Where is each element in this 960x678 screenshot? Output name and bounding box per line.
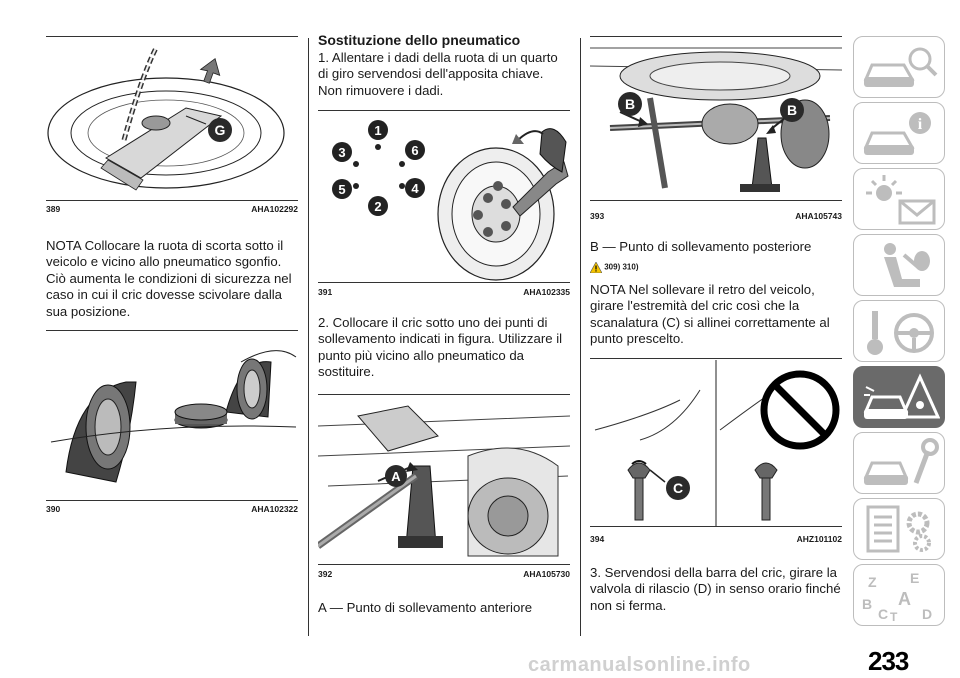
nut-label-2: 2	[374, 199, 381, 214]
figure-code: AHA102292	[251, 204, 298, 214]
tab-index[interactable]: Z E A B C T D	[853, 564, 945, 626]
column-divider	[580, 38, 581, 636]
figure-code: AHZ101102	[796, 534, 842, 544]
tab-car-info[interactable]: i	[853, 102, 945, 164]
figure-number: 392	[318, 569, 333, 579]
figure-code: AHA105730	[523, 569, 570, 579]
figure-top-rule	[318, 394, 570, 395]
tab-safety[interactable]	[853, 234, 945, 296]
figure-number: 394	[590, 534, 605, 544]
nut-label-3: 3	[338, 145, 345, 160]
note-spare-placement: NOTA Collocare la ruota di scorta sotto …	[46, 238, 292, 319]
figure-caption-392: 392 AHA105730	[318, 569, 570, 581]
tab-maintenance[interactable]	[853, 432, 945, 494]
tab-emergency[interactable]	[853, 366, 945, 428]
index-letter: B	[862, 596, 872, 612]
tab-technical-data[interactable]	[853, 498, 945, 560]
column-divider	[308, 38, 309, 636]
key-steering-icon	[867, 311, 934, 355]
callout-b-left: B	[625, 96, 635, 112]
figure-bottom-rule	[590, 200, 842, 201]
figure-394-jack-groove-alignment: C	[590, 360, 842, 526]
index-letter: A	[898, 589, 911, 609]
nut-label-6: 6	[411, 143, 418, 158]
figure-bottom-rule	[590, 526, 842, 527]
list-gear-icon	[866, 505, 931, 553]
tab-lights-messages[interactable]	[853, 168, 945, 230]
figure-caption-393: 393 AHA105743	[590, 211, 842, 223]
car-info-icon: i	[863, 112, 931, 155]
callout-g: G	[215, 122, 226, 138]
seat-airbag-icon	[884, 243, 930, 287]
figure-number: 389	[46, 204, 61, 214]
legend-b-text: B — Punto di sollevamento posteriore	[590, 239, 812, 254]
figure-caption-389: 389 AHA102292	[46, 204, 298, 216]
index-letter: T	[890, 610, 898, 623]
figure-392-front-jack-point: A	[318, 396, 570, 564]
figure-top-rule	[46, 36, 298, 37]
callout-a: A	[391, 469, 401, 484]
figure-top-rule	[318, 110, 570, 111]
figure-code: AHA102335	[523, 287, 570, 297]
figure-391-lug-nut-sequence: 1 2 3 4 5 6	[318, 112, 570, 282]
figure-390-jack-under-vehicle	[46, 332, 298, 500]
note-rear-lift: NOTA Nel sollevare il retro del veicolo,…	[590, 282, 830, 347]
car-search-icon	[863, 47, 938, 87]
tab-starting-driving[interactable]	[853, 300, 945, 362]
nut-label-4: 4	[411, 181, 419, 196]
watermark: carmanualsonline.info	[528, 654, 751, 676]
nut-label-1: 1	[374, 123, 381, 138]
nut-pattern-diagram: 1 2 3 4 5 6	[332, 120, 425, 216]
section-heading: Sostituzione dello pneumatico	[318, 32, 521, 48]
page-number: 233	[868, 646, 909, 676]
figure-bottom-rule	[318, 564, 570, 565]
callout-c: C	[673, 480, 683, 496]
figure-caption-394: 394 AHZ101102	[590, 534, 842, 546]
tab-car-search[interactable]	[853, 36, 945, 98]
legend-a-text: A — Punto di sollevamento anteriore	[318, 600, 533, 615]
step-2-text: 2. Collocare il cric sotto uno dei punti…	[318, 315, 563, 380]
car-wrench-icon	[863, 438, 939, 485]
light-mail-icon	[866, 175, 936, 225]
warning-triangle-icon	[590, 262, 602, 273]
callout-b-right: B	[787, 102, 797, 118]
figure-number: 391	[318, 287, 333, 297]
figure-code: AHA102322	[251, 504, 298, 514]
figure-bottom-rule	[46, 200, 298, 201]
warning-refs-text: 309) 310)	[604, 262, 639, 272]
figure-top-rule	[590, 36, 842, 37]
car-warning-icon	[863, 373, 940, 419]
svg-text:i: i	[918, 116, 923, 133]
index-letter: C	[878, 606, 888, 622]
figure-bottom-rule	[46, 500, 298, 501]
figure-number: 393	[590, 211, 605, 221]
figure-top-rule	[590, 358, 842, 359]
figure-number: 390	[46, 504, 61, 514]
nut-label-5: 5	[338, 182, 345, 197]
index-letter: Z	[868, 574, 877, 590]
figure-caption-390: 390 AHA102322	[46, 504, 298, 516]
figure-bottom-rule	[318, 282, 570, 283]
step-3-text: 3. Servendosi della barra del cric, gira…	[590, 565, 841, 613]
alphabet-index-icon: Z E A B C T D	[862, 570, 932, 623]
warning-references: 309) 310)	[590, 262, 638, 273]
figure-389-spare-tire-chain: G	[46, 38, 298, 200]
figure-code: AHA105743	[795, 211, 842, 221]
figure-393-rear-jack-point: B B	[590, 38, 842, 200]
step-1-text: 1. Allentare i dadi della ruota di un qu…	[318, 50, 558, 98]
index-letter: D	[922, 606, 932, 622]
figure-caption-391: 391 AHA102335	[318, 287, 570, 299]
index-letter: E	[910, 570, 919, 586]
figure-top-rule	[46, 330, 298, 331]
